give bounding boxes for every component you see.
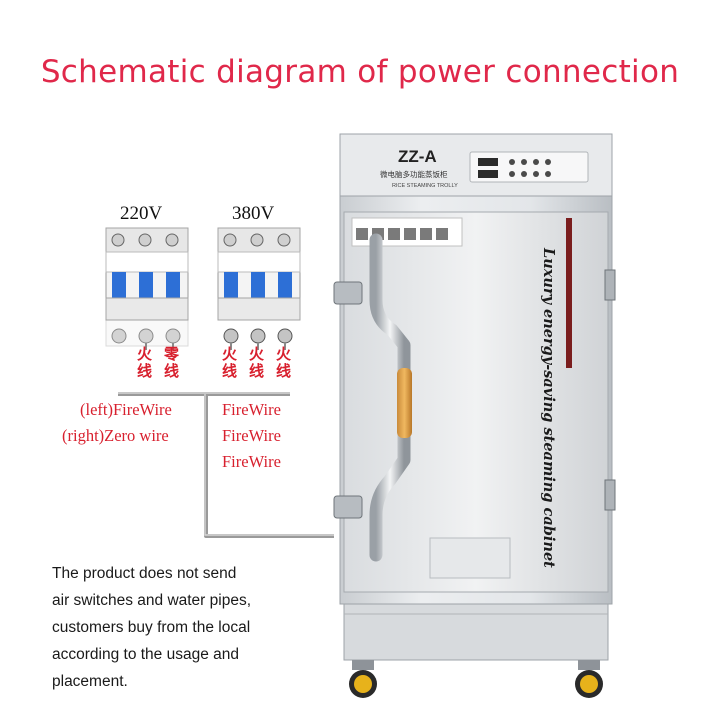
power-cable xyxy=(118,392,334,538)
wire-mark-380v-1: 火线 xyxy=(222,345,238,380)
note-line: according to the usage and xyxy=(52,646,239,663)
cabinet-model: ZZ-A xyxy=(398,147,437,166)
label-380v-firewire-3: FireWire xyxy=(222,452,281,471)
label-220v-left-firewire: (left)FireWire xyxy=(80,400,172,419)
diagram-title: Schematic diagram of power connection xyxy=(40,54,680,90)
note-line: air switches and water pipes, xyxy=(52,592,252,609)
wire-mark-380v-2: 火线 xyxy=(249,345,265,380)
product-note: The product does not send air switches a… xyxy=(52,560,312,695)
note-line: The product does not send xyxy=(52,565,237,582)
label-380v-firewire-2: FireWire xyxy=(222,426,281,445)
terminal-wires xyxy=(145,343,286,350)
note-line: customers buy from the local xyxy=(52,619,251,636)
label-380v-firewire-1: FireWire xyxy=(222,400,281,419)
breaker-380v xyxy=(217,227,301,344)
cabinet-name-en: RICE STEAMING TROLLY xyxy=(392,183,458,189)
cabinet-name-cn: 微电脑多功能蒸饭柜 xyxy=(380,169,448,179)
breaker-220v xyxy=(105,227,189,347)
cabinet-side-text: Luxury energy-saving steaming cabinet xyxy=(540,247,557,568)
label-220v-right-zero-wire: (right)Zero wire xyxy=(62,426,169,445)
steaming-cabinet xyxy=(333,133,616,698)
wire-mark-380v-3: 火线 xyxy=(276,345,292,380)
wire-mark-220v-zero: 零线 xyxy=(164,345,180,380)
voltage-220v-label: 220V xyxy=(120,203,163,224)
voltage-380v-label: 380V xyxy=(232,203,275,224)
note-line: placement. xyxy=(52,673,128,690)
wire-mark-220v-fire: 火线 xyxy=(137,345,153,380)
